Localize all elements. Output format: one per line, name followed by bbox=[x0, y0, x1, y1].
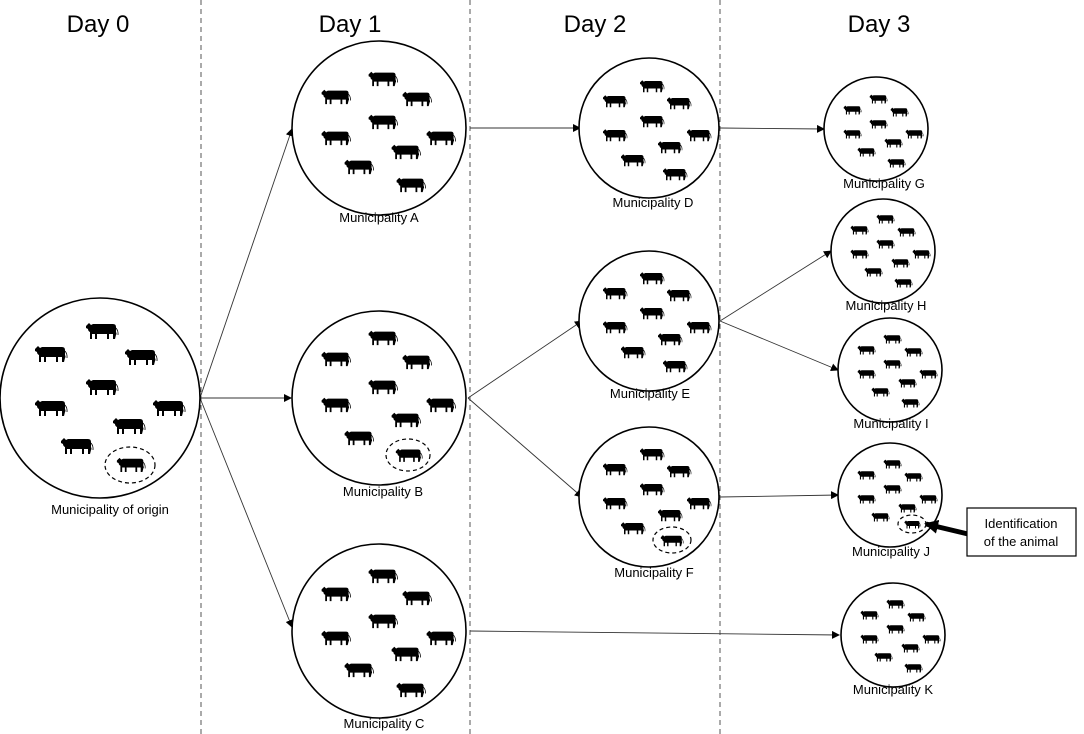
callout-line-1: Identification bbox=[985, 516, 1058, 531]
edge-b-e bbox=[467, 320, 583, 399]
municipality-b-label: Municipality B bbox=[343, 484, 423, 499]
highlighted-animal-marker bbox=[652, 526, 692, 554]
municipality-i-label: Municipality I bbox=[853, 416, 928, 431]
municipality-c bbox=[291, 543, 467, 719]
edge-f-j bbox=[719, 491, 839, 500]
municipality-c-label: Municipality C bbox=[344, 716, 425, 731]
municipality-a bbox=[291, 40, 467, 216]
movement-edges bbox=[199, 124, 840, 639]
municipality-f bbox=[578, 426, 720, 568]
municipality-e bbox=[578, 250, 720, 392]
municipality-i bbox=[837, 317, 943, 423]
municipality-e-label: Municipality E bbox=[610, 386, 691, 401]
municipality-b bbox=[291, 310, 467, 486]
edge-origin-a bbox=[199, 128, 294, 399]
identification-callout: Identification of the animal bbox=[966, 507, 1077, 557]
day-1-label: Day 1 bbox=[319, 11, 382, 38]
municipality-h-label: Municipality H bbox=[846, 298, 927, 313]
municipality-f-label: Municipality F bbox=[614, 565, 694, 580]
municipality-origin-label: Municipality of origin bbox=[51, 502, 169, 517]
edge-d-g bbox=[719, 124, 825, 133]
municipality-a-label: Municipality A bbox=[339, 210, 419, 225]
highlighted-animal-marker bbox=[385, 438, 431, 472]
municipality-g bbox=[823, 76, 929, 182]
municipality-j bbox=[837, 442, 943, 548]
municipality-g-label: Municipality G bbox=[843, 176, 925, 191]
municipality-d bbox=[578, 57, 720, 199]
municipality-k-label: Municipality K bbox=[853, 682, 934, 697]
municipality-k bbox=[840, 582, 946, 688]
municipality-h bbox=[830, 198, 936, 304]
edge-b-f bbox=[467, 397, 583, 498]
day-2-label: Day 2 bbox=[564, 11, 627, 38]
edge-e-h bbox=[719, 250, 832, 322]
edge-c-k bbox=[469, 630, 840, 639]
edge-e-i bbox=[719, 320, 839, 372]
municipality-j-label: Municipality J bbox=[852, 544, 930, 559]
callout-line-2: of the animal bbox=[984, 534, 1059, 549]
highlighted-animal-marker bbox=[104, 446, 156, 484]
arrow-icon bbox=[924, 519, 969, 537]
day-3-label: Day 3 bbox=[848, 11, 911, 38]
municipality-origin bbox=[0, 297, 201, 499]
day-0-label: Day 0 bbox=[67, 11, 130, 38]
municipality-d-label: Municipality D bbox=[613, 195, 694, 210]
edge-origin-c bbox=[199, 397, 294, 628]
